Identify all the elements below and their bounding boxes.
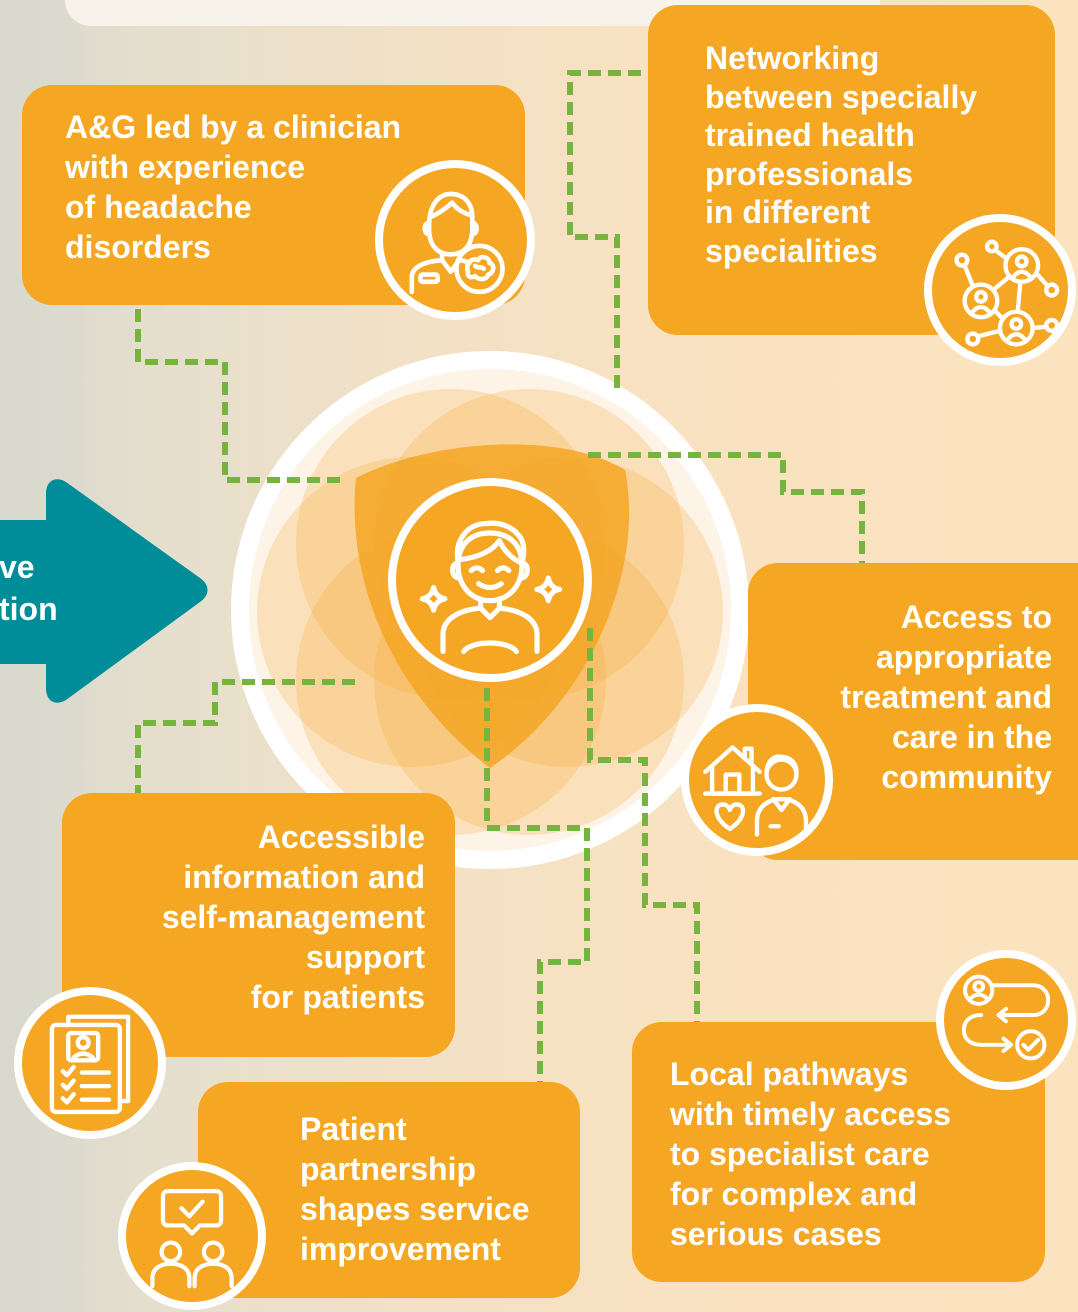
left-teal-arrow: [0, 479, 208, 703]
connector-to-community-care: [588, 452, 865, 580]
box-text-line: for patients: [250, 979, 425, 1015]
networking-text: Networking between specially trained hea…: [705, 39, 977, 270]
patient-document-checklist-icon-strokes: [49, 1014, 131, 1115]
local-pathways-text: Local pathways with timely access to spe…: [670, 1054, 951, 1254]
box-text-line: with timely access: [670, 1096, 952, 1132]
local-pathways-box: Local pathways with timely access to spe…: [632, 1022, 1045, 1282]
care-pathway-flow-icon-strokes: [961, 974, 1051, 1061]
box-text-line: of headache: [65, 189, 252, 225]
box-text-line: shapes service: [300, 1191, 530, 1227]
people-chat-check-icon: [150, 1189, 234, 1289]
clinician-brain-icon-strokes: [409, 191, 505, 295]
box-text-line: in different: [705, 194, 871, 230]
box-text-line: Access to: [900, 599, 1052, 635]
box-text-line: trained health: [705, 117, 915, 153]
connector-to-local-pathways: [587, 628, 700, 1025]
box-text-line: appropriate: [875, 639, 1052, 675]
box-text-line: support: [305, 939, 425, 975]
care-pathway-flow-icon: [961, 974, 1051, 1061]
local-pathways-badge: [936, 950, 1076, 1090]
patient-document-checklist-icon: [49, 1014, 131, 1115]
people-chat-check-icon-strokes: [150, 1189, 234, 1289]
community-care-badge: [681, 704, 833, 856]
home-care-person-icon: [703, 745, 809, 837]
self-management-badge: [14, 987, 166, 1139]
connector-to-patient-partnership: [484, 688, 590, 1132]
community-care-text: Access to appropriate treatment and care…: [840, 597, 1052, 797]
patient-partnership-text: Patient partnership shapes service impro…: [300, 1109, 530, 1269]
home-care-person-icon-strokes: [703, 745, 809, 837]
professional-network-icon-strokes: [954, 239, 1060, 347]
ag-clinician-badge: [375, 160, 535, 320]
smiling-person-icon-strokes: [419, 520, 563, 655]
self-management-text: Accessible information and self-manageme…: [162, 817, 425, 1017]
box-text-line: improvement: [300, 1231, 501, 1267]
networking-badge: [924, 214, 1076, 366]
box-text-line: to specialist care: [670, 1136, 930, 1172]
box-text-line: community: [881, 759, 1052, 795]
box-text-line: information and: [183, 859, 425, 895]
box-text-line: specialities: [705, 232, 878, 269]
box-text-line: Accessible: [257, 819, 425, 855]
box-text-line: partnership: [300, 1151, 477, 1187]
ag-clinician-text: A&G led by a clinician with experience o…: [65, 107, 401, 267]
left-arrow-text: ve tion: [0, 546, 58, 630]
smiling-person-icon: [419, 520, 563, 655]
professional-network-icon: [954, 239, 1060, 347]
left-arrow-line: ve: [0, 549, 35, 585]
community-care-box: Access to appropriate treatment and care…: [748, 563, 1078, 860]
box-text-line: between specially: [705, 78, 978, 115]
box-text-line: Patient: [300, 1111, 407, 1147]
central-person-badge: [388, 478, 592, 682]
left-arrow-line: tion: [0, 591, 58, 627]
box-text-line: with experience: [65, 149, 306, 185]
box-text-line: treatment and: [840, 679, 1052, 715]
connector-to-self-management: [135, 679, 355, 816]
box-text-line: care in the: [891, 719, 1052, 755]
box-text-line: disorders: [65, 229, 211, 265]
connector-to-ag-clinician: [135, 297, 340, 483]
box-text-line: serious cases: [670, 1216, 882, 1252]
box-text-line: for complex and: [670, 1176, 918, 1212]
clinician-brain-icon: [409, 191, 505, 295]
box-text-line: Networking: [705, 40, 880, 76]
box-text-line: A&G led by a clinician: [65, 109, 402, 145]
patient-partnership-box: Patient partnership shapes service impro…: [198, 1082, 580, 1298]
box-text-line: professionals: [705, 155, 914, 192]
box-text-line: Local pathways: [670, 1056, 909, 1092]
patient-partnership-badge: [118, 1162, 266, 1310]
connector-to-networking: [567, 70, 655, 388]
box-text-line: self-management: [161, 899, 425, 935]
